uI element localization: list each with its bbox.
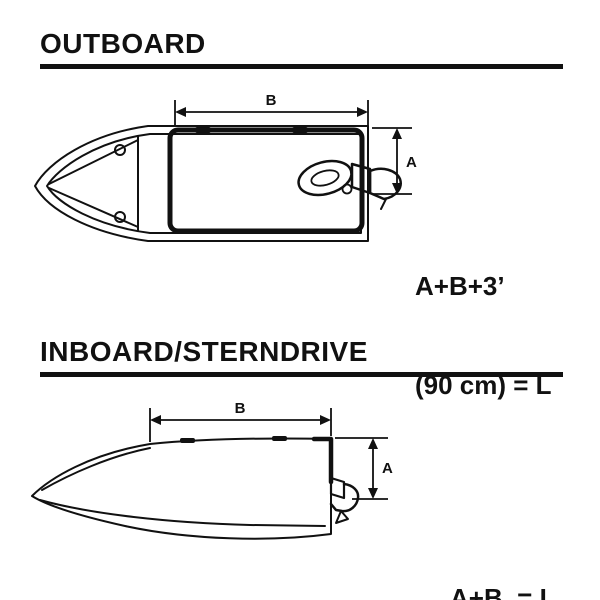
chine-line xyxy=(39,499,326,527)
inboard-boat-diagram: B A xyxy=(31,400,393,540)
transom-bracket xyxy=(311,436,334,485)
outboard-motor xyxy=(297,159,402,210)
a-dimension-arrow xyxy=(372,127,412,195)
hull-profile xyxy=(31,437,332,540)
deck-cleat xyxy=(195,127,211,133)
deck-cleat xyxy=(180,438,195,443)
b-dimension-arrow xyxy=(149,408,332,442)
outboard-formula-line1: A+B+3’ xyxy=(415,271,505,301)
a-dimension-label: A xyxy=(382,460,393,477)
b-dimension-label: B xyxy=(235,400,246,417)
inboard-formula: A+B = L xyxy=(450,516,555,600)
bow-hatch-circle xyxy=(114,211,126,223)
a-dimension-label: A xyxy=(406,154,417,171)
deck-cleat xyxy=(272,436,287,441)
b-dimension-label: B xyxy=(266,92,277,109)
inboard-section-title: INBOARD/STERNDRIVE xyxy=(40,336,368,367)
bow-sheer-line xyxy=(41,447,151,491)
inboard-title-rule xyxy=(40,372,563,377)
hull-outline xyxy=(34,125,369,242)
bow-hatch-circle xyxy=(114,144,126,156)
outboard-formula: A+B+3’ (90 cm) = L xyxy=(415,204,552,468)
inboard-formula-line1: A+B = L xyxy=(450,583,556,600)
outboard-section-title: OUTBOARD xyxy=(40,28,206,59)
a-dimension-arrow xyxy=(335,437,388,500)
b-dimension-arrow xyxy=(174,100,369,126)
outboard-title-rule xyxy=(40,64,563,69)
outboard-boat-diagram: B A xyxy=(34,92,417,242)
cockpit-outline xyxy=(167,127,365,234)
deck-cleat xyxy=(292,127,308,133)
sterndrive-unit xyxy=(329,476,360,524)
